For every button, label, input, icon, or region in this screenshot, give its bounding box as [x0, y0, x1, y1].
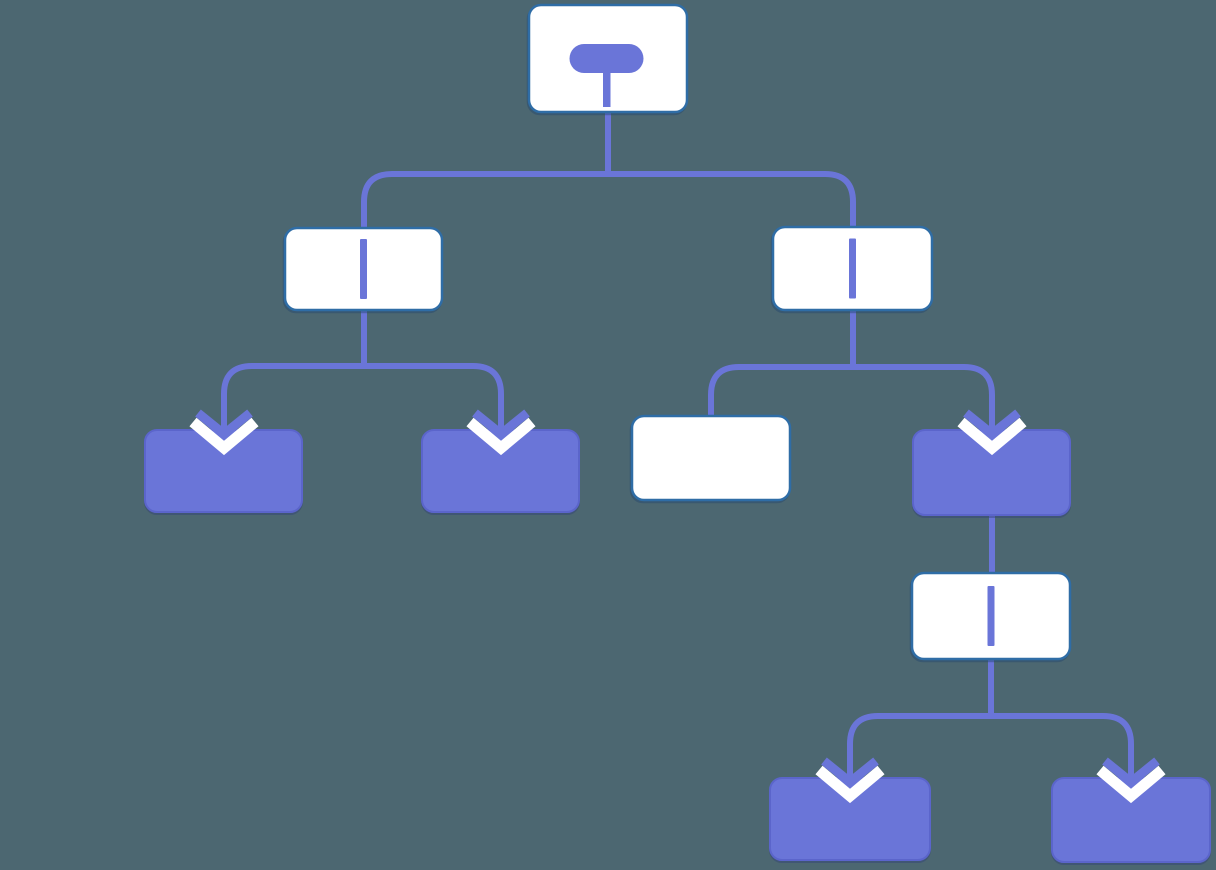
chevron-down-arrow-icon	[815, 757, 885, 804]
vertical-divider-icon	[360, 239, 367, 299]
connector-decision-2	[847, 659, 1134, 778]
vertical-divider-icon	[849, 238, 856, 299]
connector-branch-left	[221, 310, 504, 430]
chevron-purple-band	[963, 409, 1021, 440]
chevron-down-arrow-icon	[957, 409, 1027, 456]
chevron-purple-band	[1102, 757, 1160, 788]
chevron-down-arrow-icon	[1096, 757, 1166, 804]
pill-shape	[569, 44, 644, 73]
chevron-white-band	[957, 417, 1027, 456]
connector-branch	[853, 364, 995, 430]
connector-branch	[364, 363, 504, 430]
chevron-white-band	[189, 417, 259, 456]
node-decision-2[interactable]	[910, 571, 1072, 661]
chevron-purple-band	[821, 757, 879, 788]
connector-layer	[221, 112, 1134, 778]
plain-box-plain-1[interactable]	[630, 414, 792, 502]
node-plain-1[interactable]	[630, 414, 792, 502]
pill-stem	[603, 69, 611, 107]
connector-branch	[361, 171, 608, 228]
node-layer	[144, 3, 1211, 863]
connector-branch	[708, 364, 853, 416]
chevron-purple-band	[195, 409, 253, 440]
connector-branch-right	[708, 310, 995, 430]
connector-branch	[608, 171, 856, 227]
chevron-down-arrow-icon	[189, 409, 259, 456]
root-pill-icon	[569, 44, 644, 107]
chevron-down-arrow-icon	[466, 409, 536, 456]
node-root[interactable]	[527, 3, 689, 114]
vertical-divider-icon	[987, 586, 995, 646]
chevron-white-band	[815, 765, 885, 804]
node-branch-right[interactable]	[771, 225, 934, 312]
connector-root	[361, 112, 856, 228]
chevron-purple-band	[472, 409, 530, 440]
connector-branch	[991, 713, 1134, 778]
chevron-white-band	[1096, 765, 1166, 804]
connector-branch	[221, 363, 364, 430]
arrow-layer	[189, 409, 1166, 804]
node-branch-left[interactable]	[283, 226, 444, 312]
chevron-white-band	[466, 417, 536, 456]
connector-branch	[847, 713, 991, 778]
